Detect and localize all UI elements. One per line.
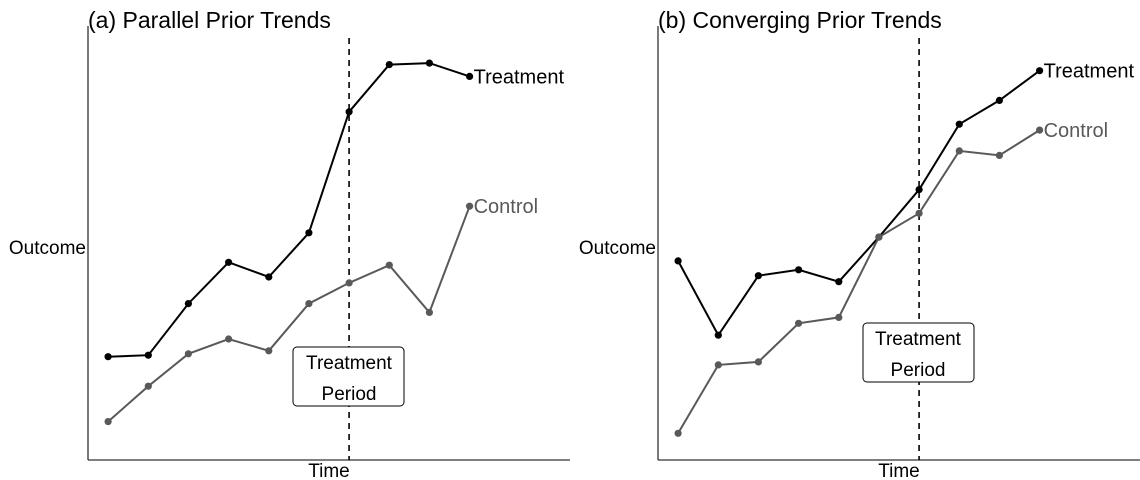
panel-b-treatment-point-1 [674,257,682,265]
panel-b-control-point-7 [915,209,923,217]
panel-a: (a) Parallel Prior Trends Outcome Time T… [9,7,570,480]
panel-b-treatment-label: Treatment [1044,61,1135,83]
panel-b-annotation-line-1: Treatment [875,329,962,350]
panel-a-treatment-point-9 [425,59,433,67]
panel-a-treatment-point-6 [305,229,313,237]
panel-b-control-point-3 [754,358,763,366]
panel-b-control-label: Control [1044,120,1108,142]
panel-a-annotation-line-2: Period [322,384,377,405]
panel-a-control-point-1 [104,418,112,426]
panel-b-treatment-point-3 [754,272,763,280]
panel-a-treatment-point-1 [104,353,112,361]
panel-a-control-point-8 [385,261,393,269]
panel-b-treatment-point-8 [955,120,963,128]
panel-a-y-label: Outcome [9,238,86,259]
panel-b-x-label: Time [878,461,920,480]
panel-b-control-point-2 [714,361,722,369]
panel-b-title: (b) Converging Prior Trends [658,7,942,33]
panel-a-control-point-4 [225,335,233,343]
panel-b-treatment-point-2 [714,331,722,339]
panel-b-annotation-box: Treatment Period [862,322,975,383]
panel-a-annotation-frame [292,346,405,407]
panel-b-control-point-4 [795,319,803,327]
panel-a-annotation-line-1: Treatment [306,353,393,374]
panel-b-control-line [677,129,1041,434]
panel-a-control-line [107,205,471,423]
panel-a-treatment-line [108,62,470,358]
panel-b-y-label: Outcome [579,238,656,259]
panel-b-control-point-9 [995,151,1004,159]
panel-b-control-point-6 [875,233,883,241]
panel-a-treatment-label: Treatment [474,66,565,88]
panel-b: (b) Converging Prior Trends Outcome Time… [579,7,1140,480]
panel-b-treatment-point-4 [795,266,803,274]
panel-a-control-point-6 [305,300,313,308]
panel-a-treatment-point-3 [184,300,192,308]
panel-a-control-point-7 [345,279,353,287]
panel-a-control-point-10 [466,202,474,210]
panel-b-annotation-line-2: Period [891,360,946,381]
panel-b-treatment-line [677,69,1041,338]
panel-a-treatment-point-2 [144,351,152,359]
panel-b-treatment-point-7 [915,186,923,194]
panel-b-control-point-1 [674,429,682,437]
panel-b-treatment-point-10 [1036,67,1044,75]
panel-a-treatment-point-4 [225,258,233,266]
panel-a-title: (a) Parallel Prior Trends [88,7,331,33]
panel-a-treatment-point-8 [385,61,393,69]
panel-a-control-label: Control [474,196,538,218]
panel-b-control-point-5 [835,313,843,321]
panel-a-x-label: Time [308,461,350,480]
panel-a-control-point-2 [144,382,152,390]
panel-a-control-point-3 [184,350,192,358]
panel-b-control-point-10 [1036,126,1044,134]
panel-b-control-point-8 [955,147,963,155]
panel-a-control-point-9 [425,308,433,316]
panel-b-treatment-point-9 [995,96,1004,104]
panel-a-treatment-point-10 [466,72,474,80]
panel-a-treatment-point-5 [265,273,273,281]
panel-b-treatment-point-5 [835,278,843,286]
panel-b-annotation-frame [862,322,975,383]
panel-a-annotation-box: Treatment Period [292,346,405,407]
panel-a-treatment-point-7 [345,108,353,116]
panel-a-control-point-5 [265,347,273,355]
